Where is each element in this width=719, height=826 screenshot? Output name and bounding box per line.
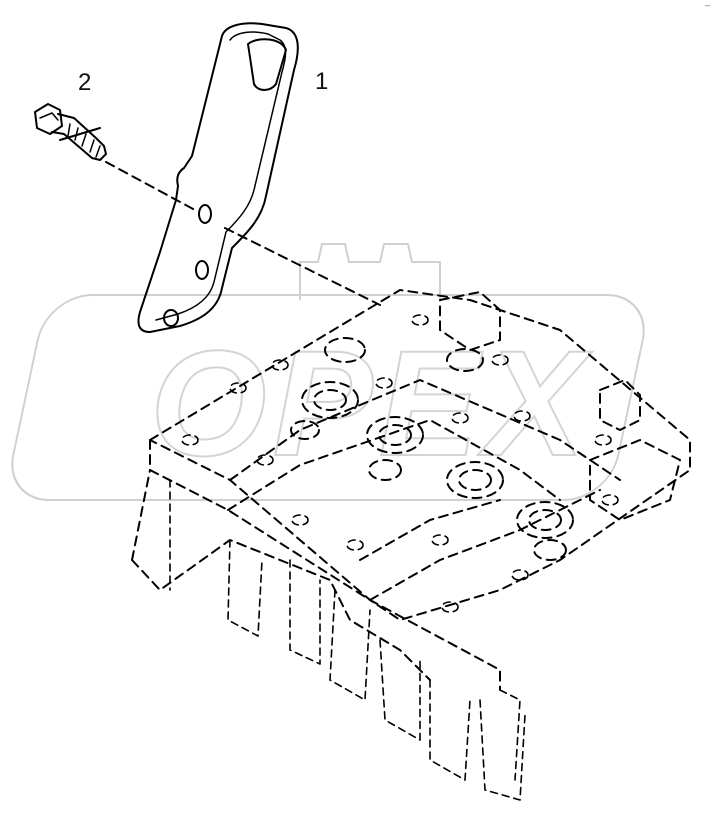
bolt-part-2	[34, 103, 107, 161]
corner-mark: –	[705, 0, 711, 10]
watermark-gear	[299, 243, 441, 300]
bracket-part-1	[137, 22, 299, 333]
callout-part-1: 1	[315, 68, 329, 95]
watermark-logo: OPEX	[11, 243, 645, 501]
leader-bolt-to-bracket	[105, 161, 196, 211]
cylinder-head-phantom	[131, 289, 691, 801]
leader-bracket-to-head	[224, 227, 381, 306]
callout-part-2: 2	[78, 69, 92, 96]
watermark-plate	[11, 294, 645, 501]
watermark-text: OPEX	[150, 319, 593, 487]
